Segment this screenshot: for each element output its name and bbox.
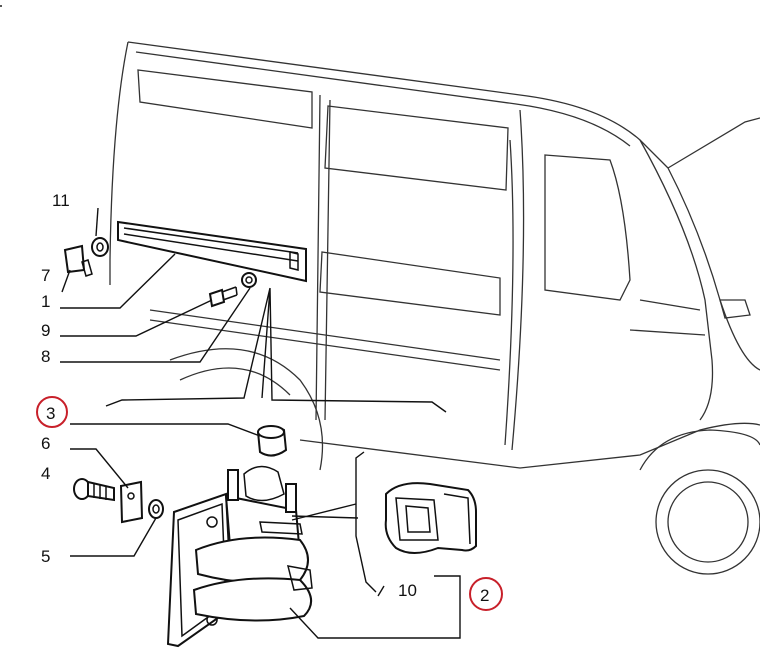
bolt-9 (208, 286, 238, 308)
callout-label: 4 (41, 464, 50, 483)
screw-4 (73, 478, 115, 502)
callout-label: 3 (46, 404, 55, 423)
callout-2: 2 (469, 577, 503, 611)
callout-3: 3 (36, 396, 68, 428)
van-body-outline (109, 41, 760, 575)
plug-3 (256, 425, 288, 457)
callout-8: 8 (41, 347, 50, 366)
rail-part (117, 220, 307, 283)
callout-label: 6 (41, 434, 50, 453)
callout-10: 10 (398, 581, 417, 600)
callout-5: 5 (41, 547, 50, 566)
callout-label: 2 (480, 586, 489, 605)
highlight-circle (36, 396, 68, 428)
callout-label: 10 (398, 581, 417, 600)
plate-6 (119, 480, 144, 524)
callout-1: 1 (41, 292, 50, 311)
callout-7: 7 (41, 266, 50, 285)
washer-11 (91, 237, 109, 257)
washer-8 (241, 272, 257, 288)
callout-9: 9 (41, 321, 50, 340)
washer-5 (148, 499, 164, 519)
callout-label: 1 (41, 292, 50, 311)
callout-label: 9 (41, 321, 50, 340)
highlight-circle (469, 577, 503, 611)
callout-label: 7 (41, 266, 50, 285)
clip-7 (63, 244, 93, 277)
leader-lines (0, 5, 461, 639)
roller-guide-10 (384, 482, 477, 554)
callout-label: 11 (52, 191, 70, 210)
callout-11: 11 (52, 191, 70, 210)
callout-label: 5 (41, 547, 50, 566)
hinge-assembly-2 (166, 465, 313, 648)
callout-4: 4 (41, 464, 50, 483)
callout-6: 6 (41, 434, 50, 453)
callout-label: 8 (41, 347, 50, 366)
